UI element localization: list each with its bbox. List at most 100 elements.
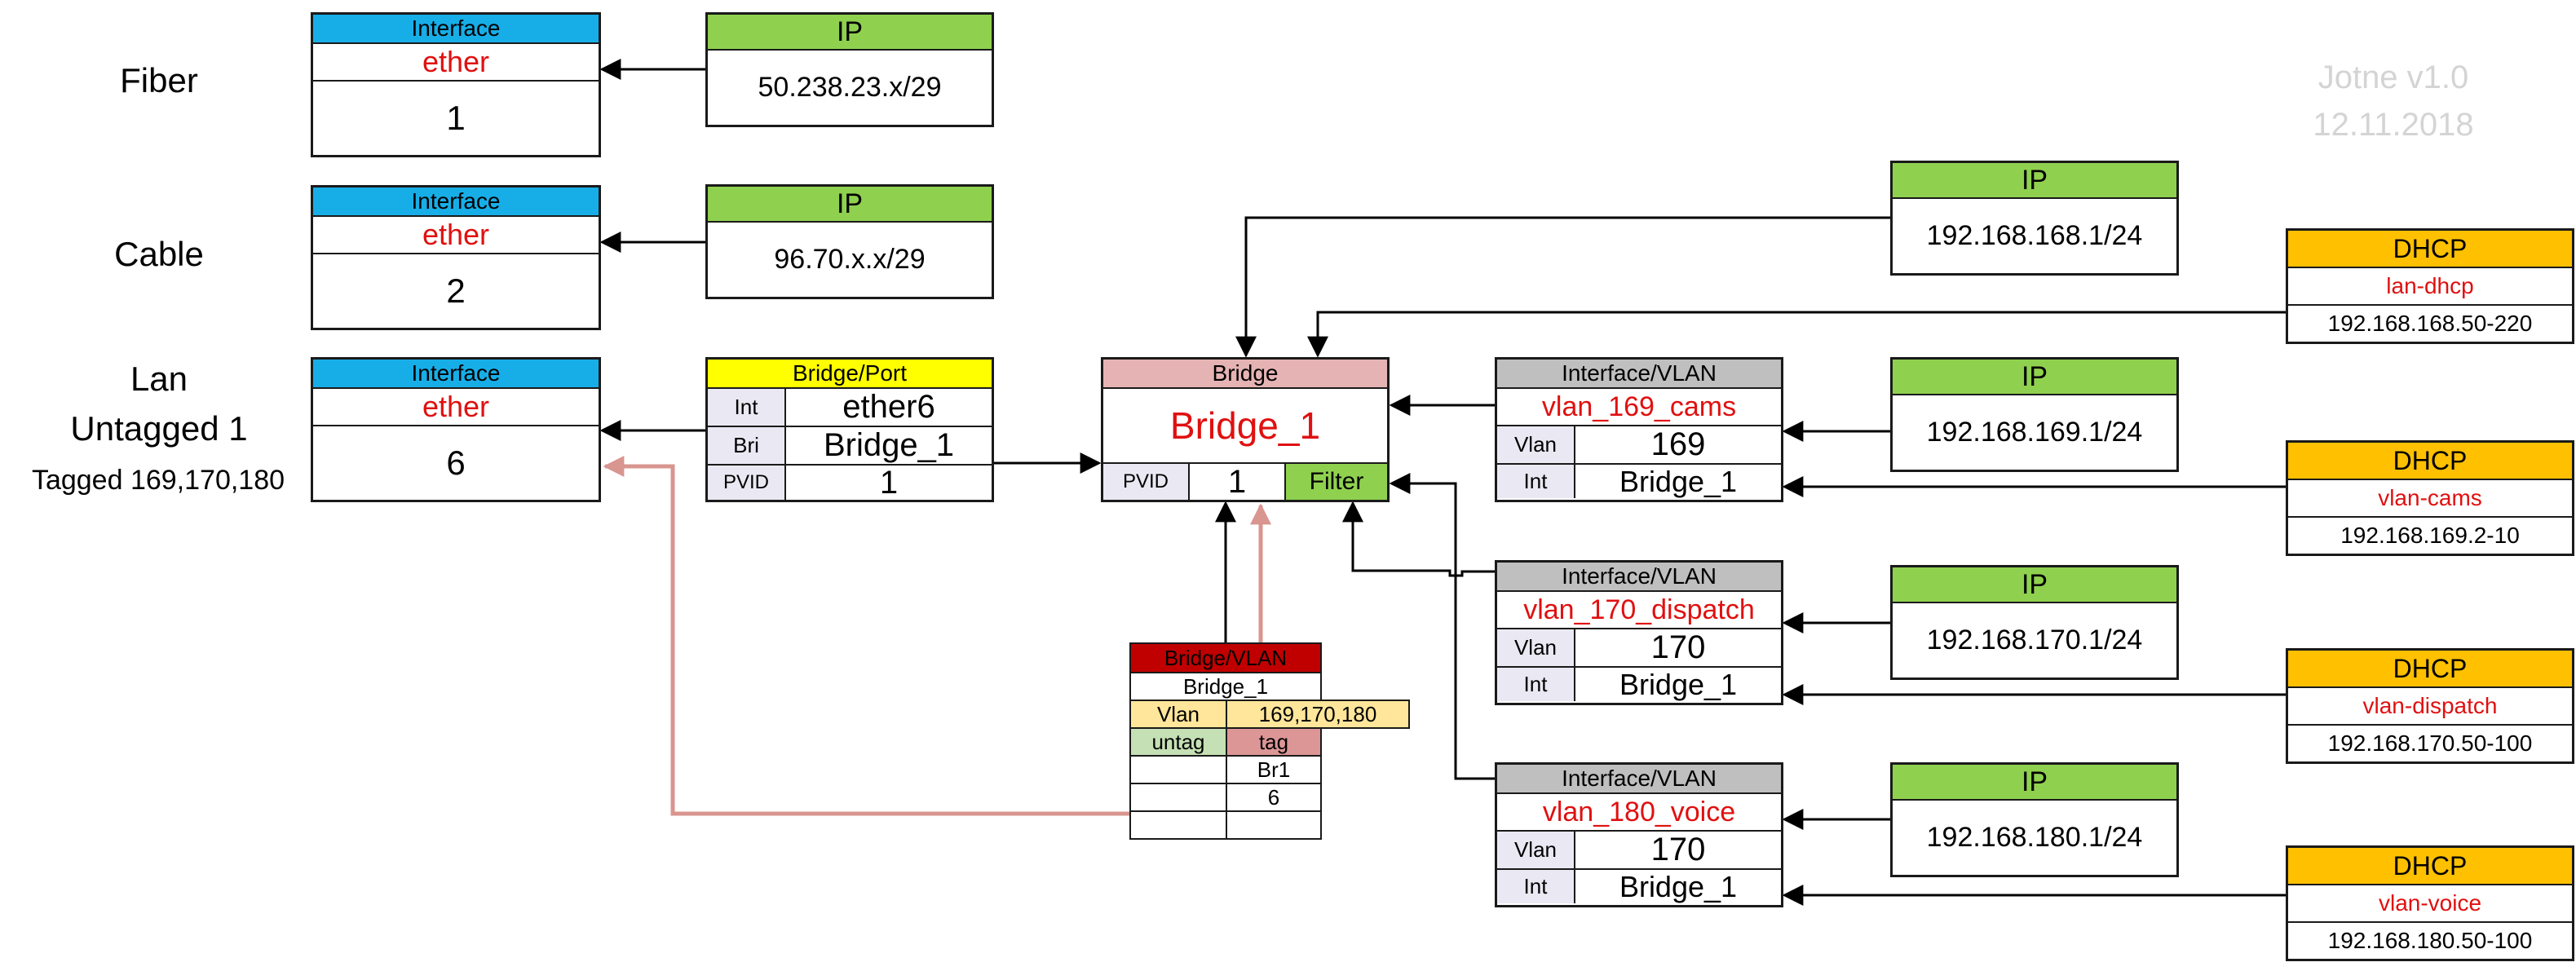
vlan-int-value: Bridge_1 (1619, 464, 1738, 498)
vlan-header: Interface/VLAN (1497, 360, 1781, 389)
bridge-port-header: Bridge/Port (708, 360, 992, 389)
ip-box-wan1[interactable]: IP 50.238.23.x/29 (705, 12, 994, 127)
ip-header: IP (1893, 765, 2176, 801)
bridge-vlan-untag-cell (1129, 810, 1227, 840)
dhcp-header: DHCP (2288, 848, 2572, 885)
dhcp-box-dispatch[interactable]: DHCP vlan-dispatch 192.168.170.50-100 (2286, 648, 2574, 764)
ip-address: 50.238.23.x/29 (758, 72, 942, 103)
ip-box-180[interactable]: IP 192.168.180.1/24 (1890, 762, 2179, 877)
vlan-name: vlan_170_dispatch (1497, 592, 1781, 629)
label-cable: Cable (114, 235, 204, 273)
interface-header: Interface (313, 188, 599, 217)
bridge-vlan-untag-cell (1129, 783, 1227, 812)
bridge-header: Bridge (1103, 360, 1387, 389)
vlan-int-row: Int Bridge_1 (1497, 668, 1781, 701)
ip-box-wan2[interactable]: IP 96.70.x.x/29 (705, 184, 994, 299)
ip-box-169[interactable]: IP 192.168.169.1/24 (1890, 357, 2179, 472)
bridge-port-key: Int (708, 389, 786, 426)
interface-name: ether (313, 389, 599, 426)
bridge-port-box[interactable]: Bridge/Port Int ether6 Bri Bridge_1 PVID… (705, 357, 994, 502)
bridge-port-row: Int ether6 (708, 389, 992, 427)
dhcp-box-cams[interactable]: DHCP vlan-cams 192.168.169.2-10 (2286, 440, 2574, 556)
bridge-vlan-vlan-label: Vlan (1129, 700, 1227, 729)
ip-box-168[interactable]: IP 192.168.168.1/24 (1890, 161, 2179, 276)
vlan-id-label: Vlan (1497, 426, 1575, 463)
dhcp-name: vlan-voice (2288, 885, 2572, 923)
label-fiber: Fiber (120, 61, 198, 99)
dhcp-range: 192.168.170.50-100 (2327, 730, 2533, 756)
bridge-port-value: Bridge_1 (823, 427, 955, 463)
vlan-int-label: Int (1497, 870, 1575, 903)
label-lan: Lan (130, 360, 188, 398)
vlan-int-row: Int Bridge_1 (1497, 870, 1781, 903)
vlan-box-169[interactable]: Interface/VLAN vlan_169_cams Vlan 169 In… (1495, 357, 1783, 502)
dhcp-box-lan[interactable]: DHCP lan-dhcp 192.168.168.50-220 (2286, 228, 2574, 344)
vlan-int-value: Bridge_1 (1619, 667, 1738, 701)
bridge-vlan-tag-cell: 6 (1226, 783, 1322, 812)
bridge-vlan-bridge: Bridge_1 (1129, 672, 1322, 701)
bridge-pvid-label: PVID (1103, 464, 1190, 500)
arrow-vlan180-to-filter (1389, 473, 1495, 780)
vlan-id-label: Vlan (1497, 629, 1575, 666)
ip-box-170[interactable]: IP 192.168.170.1/24 (1890, 565, 2179, 680)
bridge-vlan-vlan-ids: 169,170,180 (1226, 700, 1410, 729)
ip-header: IP (1893, 360, 2176, 395)
interface-box-6[interactable]: Interface ether 6 (311, 357, 601, 502)
vlan-id-value: 170 (1650, 832, 1706, 867)
arrow-vlan-to-filter (1342, 501, 1495, 577)
ip-header: IP (1893, 567, 2176, 603)
interface-header: Interface (313, 15, 599, 44)
bridge-vlan-header: Bridge/VLAN (1129, 642, 1322, 673)
ip-header: IP (708, 15, 992, 51)
arrow-tag-to-interface6 (603, 456, 1129, 816)
vlan-int-value: Bridge_1 (1619, 869, 1738, 903)
interface-box-2[interactable]: Interface ether 2 (311, 185, 601, 330)
dhcp-name: vlan-cams (2288, 480, 2572, 518)
bridge-vlan-untag-cell (1129, 755, 1227, 784)
interface-number: 2 (446, 271, 466, 310)
interface-name: ether (313, 44, 599, 82)
bridge-vlan-tag-cell: Br1 (1226, 755, 1322, 784)
bridge-vlan-tag-label: tag (1226, 727, 1322, 757)
version-name: Jotne v1.0 (2318, 60, 2469, 95)
dhcp-name: vlan-dispatch (2288, 688, 2572, 726)
vlan-int-row: Int Bridge_1 (1497, 465, 1781, 498)
vlan-name: vlan_169_cams (1497, 389, 1781, 426)
bridge-pvid-value: 1 (1190, 464, 1286, 500)
bridge-port-row: Bri Bridge_1 (708, 427, 992, 466)
ip-address: 192.168.170.1/24 (1926, 625, 2143, 655)
bridge-port-key: Bri (708, 427, 786, 464)
interface-number: 1 (446, 99, 466, 137)
vlan-id-value: 169 (1650, 426, 1706, 462)
ip-address: 192.168.169.1/24 (1926, 417, 2143, 448)
vlan-box-170[interactable]: Interface/VLAN vlan_170_dispatch Vlan 17… (1495, 560, 1783, 705)
dhcp-box-voice[interactable]: DHCP vlan-voice 192.168.180.50-100 (2286, 845, 2574, 961)
dhcp-range: 192.168.169.2-10 (2340, 523, 2520, 548)
vlan-id-row: Vlan 170 (1497, 629, 1781, 668)
bridge-port-value: 1 (879, 464, 899, 501)
interface-box-1[interactable]: Interface ether 1 (311, 12, 601, 157)
vlan-id-value: 170 (1650, 629, 1706, 665)
bridge-vlan-untag-label: untag (1129, 727, 1227, 757)
vlan-name: vlan_180_voice (1497, 794, 1781, 832)
bridge-box[interactable]: Bridge Bridge_1 PVID 1 Filter (1101, 357, 1390, 502)
dhcp-range: 192.168.180.50-100 (2327, 928, 2533, 953)
bridge-port-value: ether6 (842, 389, 935, 425)
interface-header: Interface (313, 360, 599, 389)
ip-header: IP (1893, 163, 2176, 199)
bridge-port-row: PVID 1 (708, 464, 992, 501)
ip-address: 192.168.168.1/24 (1926, 220, 2143, 251)
version-stamp: Jotne v1.0 12.11.2018 (2279, 54, 2508, 148)
ip-header: IP (708, 187, 992, 223)
vlan-box-180[interactable]: Interface/VLAN vlan_180_voice Vlan 170 I… (1495, 762, 1783, 907)
version-date: 12.11.2018 (2313, 107, 2474, 143)
bridge-filter[interactable]: Filter (1286, 464, 1387, 500)
label-tagged: Tagged 169,170,180 (31, 465, 285, 496)
dhcp-name: lan-dhcp (2288, 268, 2572, 306)
label-untagged: Untagged 1 (70, 409, 248, 448)
vlan-id-row: Vlan 170 (1497, 832, 1781, 870)
bridge-vlan-table[interactable]: Bridge/VLAN Bridge_1 Vlan 169,170,180 un… (1129, 642, 1410, 845)
bridge-pvid-row: PVID 1 Filter (1103, 464, 1387, 500)
vlan-header: Interface/VLAN (1497, 563, 1781, 592)
vlan-id-label: Vlan (1497, 832, 1575, 868)
